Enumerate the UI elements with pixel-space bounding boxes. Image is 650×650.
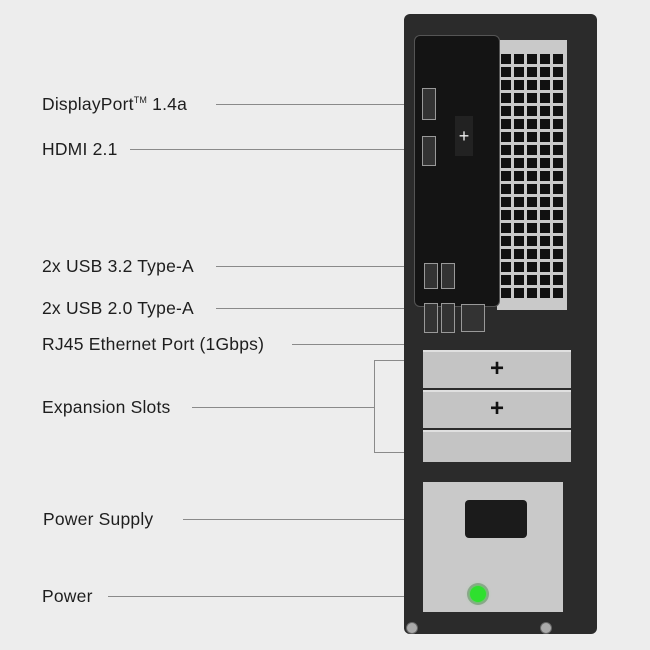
label-expansion-slots: Expansion Slots: [42, 397, 171, 417]
displayport-port: [422, 88, 436, 120]
leader-line-usb20: [216, 308, 420, 309]
label-usb32: 2x USB 3.2 Type-A: [42, 256, 194, 276]
label-displayport: DisplayPortTM 1.4a: [42, 94, 188, 114]
serial-plus-cover-icon: +: [455, 116, 473, 156]
leader-line-displayport: [216, 104, 416, 105]
screw-icon: [406, 622, 418, 634]
expansion-slot-2: +: [423, 390, 571, 428]
usb20-port-2: [441, 303, 455, 333]
bracket-expansion: [374, 360, 375, 452]
label-hdmi: HDMI 2.1: [42, 139, 118, 159]
usb20-port-1: [424, 303, 438, 333]
bracket-top: [374, 360, 424, 361]
screw-icon: [540, 622, 552, 634]
top-vent-grill: [497, 40, 567, 310]
expansion-slot-3: [423, 430, 571, 462]
power-led-button[interactable]: [470, 586, 486, 602]
leader-line-hdmi: [130, 149, 418, 150]
hdmi-port: [422, 136, 436, 166]
power-socket-icon: [465, 500, 527, 538]
leader-line-expansion: [192, 407, 374, 408]
usb32-port-1: [424, 263, 438, 289]
rj45-port: [461, 304, 485, 332]
label-rj45: RJ45 Ethernet Port (1Gbps): [42, 334, 265, 354]
usb32-port-2: [441, 263, 455, 289]
label-power: Power: [42, 586, 93, 606]
io-panel: [414, 35, 500, 307]
bracket-bottom: [374, 452, 424, 453]
leader-line-power: [108, 596, 478, 597]
label-power-supply: Power Supply: [43, 509, 154, 529]
leader-line-usb32: [216, 266, 420, 267]
expansion-slot-1: +: [423, 350, 571, 388]
label-usb20: 2x USB 2.0 Type-A: [42, 298, 194, 318]
leader-line-psu: [183, 519, 473, 520]
leader-line-rj45: [292, 344, 472, 345]
